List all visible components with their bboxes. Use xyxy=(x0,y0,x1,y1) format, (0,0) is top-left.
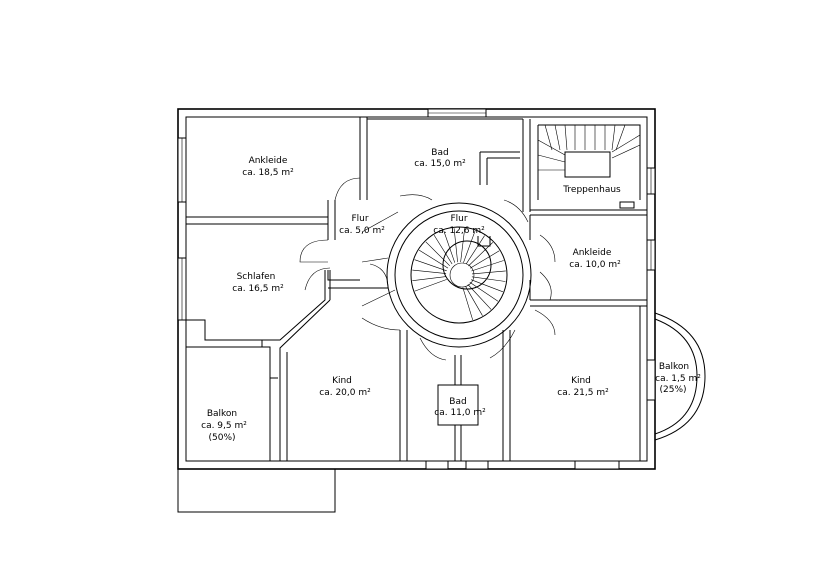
room-name: Kind xyxy=(332,376,352,386)
room-area: ca. 15,0 m² xyxy=(414,159,466,169)
room-name: Bad xyxy=(431,148,448,158)
room-name: Bad xyxy=(449,397,466,407)
room-area: ca. 18,5 m² xyxy=(242,168,294,178)
room-name: Schlafen xyxy=(237,272,276,282)
room-area: ca. 16,5 m² xyxy=(232,284,284,294)
room-flur-1: Flur ca. 5,0 m² xyxy=(339,214,385,236)
room-area: ca. 11,0 m² xyxy=(434,408,486,418)
room-area: ca. 1,5 m² xyxy=(655,374,701,384)
room-note: (25%) xyxy=(659,385,686,395)
room-balkon-1: Balkon ca. 9,5 m² (50%) xyxy=(201,409,247,443)
room-area: ca. 21,5 m² xyxy=(557,388,609,398)
windows xyxy=(177,108,656,470)
room-name: Kind xyxy=(571,376,591,386)
room-name: Flur xyxy=(450,214,467,224)
room-area: ca. 12,6 m² xyxy=(433,226,485,236)
room-kind-2: Kind ca. 21,5 m² xyxy=(557,376,609,398)
room-name: Treppenhaus xyxy=(562,185,621,195)
room-treppenhaus: Treppenhaus xyxy=(562,185,621,195)
spiral-stair-hall xyxy=(361,194,556,361)
room-schlafen: Schlafen ca. 16,5 m² xyxy=(232,272,284,294)
room-flur-2: Flur ca. 12,6 m² xyxy=(433,214,485,236)
door-swings xyxy=(299,177,389,291)
room-name: Ankleide xyxy=(573,248,612,258)
room-area: ca. 20,0 m² xyxy=(319,388,371,398)
room-area: ca. 10,0 m² xyxy=(569,260,621,270)
room-note: (50%) xyxy=(208,433,235,443)
room-name: Flur xyxy=(351,214,368,224)
interior-walls xyxy=(186,117,648,462)
room-area: ca. 9,5 m² xyxy=(201,421,247,431)
room-area: ca. 5,0 m² xyxy=(339,226,385,236)
balcony-left xyxy=(177,347,336,513)
straight-staircase xyxy=(537,124,641,209)
room-ankleide-1: Ankleide ca. 18,5 m² xyxy=(242,156,294,178)
room-name: Balkon xyxy=(207,409,237,419)
room-name: Balkon xyxy=(659,362,689,372)
room-kind-1: Kind ca. 20,0 m² xyxy=(319,376,371,398)
room-bad-1: Bad ca. 15,0 m² xyxy=(414,148,466,169)
room-name: Ankleide xyxy=(249,156,288,166)
room-bad-2: Bad ca. 11,0 m² xyxy=(434,397,486,418)
room-ankleide-2: Ankleide ca. 10,0 m² xyxy=(569,248,621,270)
balcony-right xyxy=(654,312,706,441)
room-balkon-2: Balkon ca. 1,5 m² (25%) xyxy=(655,362,701,395)
room-labels: Ankleide ca. 18,5 m² Bad ca. 15,0 m² Tre… xyxy=(201,148,701,443)
